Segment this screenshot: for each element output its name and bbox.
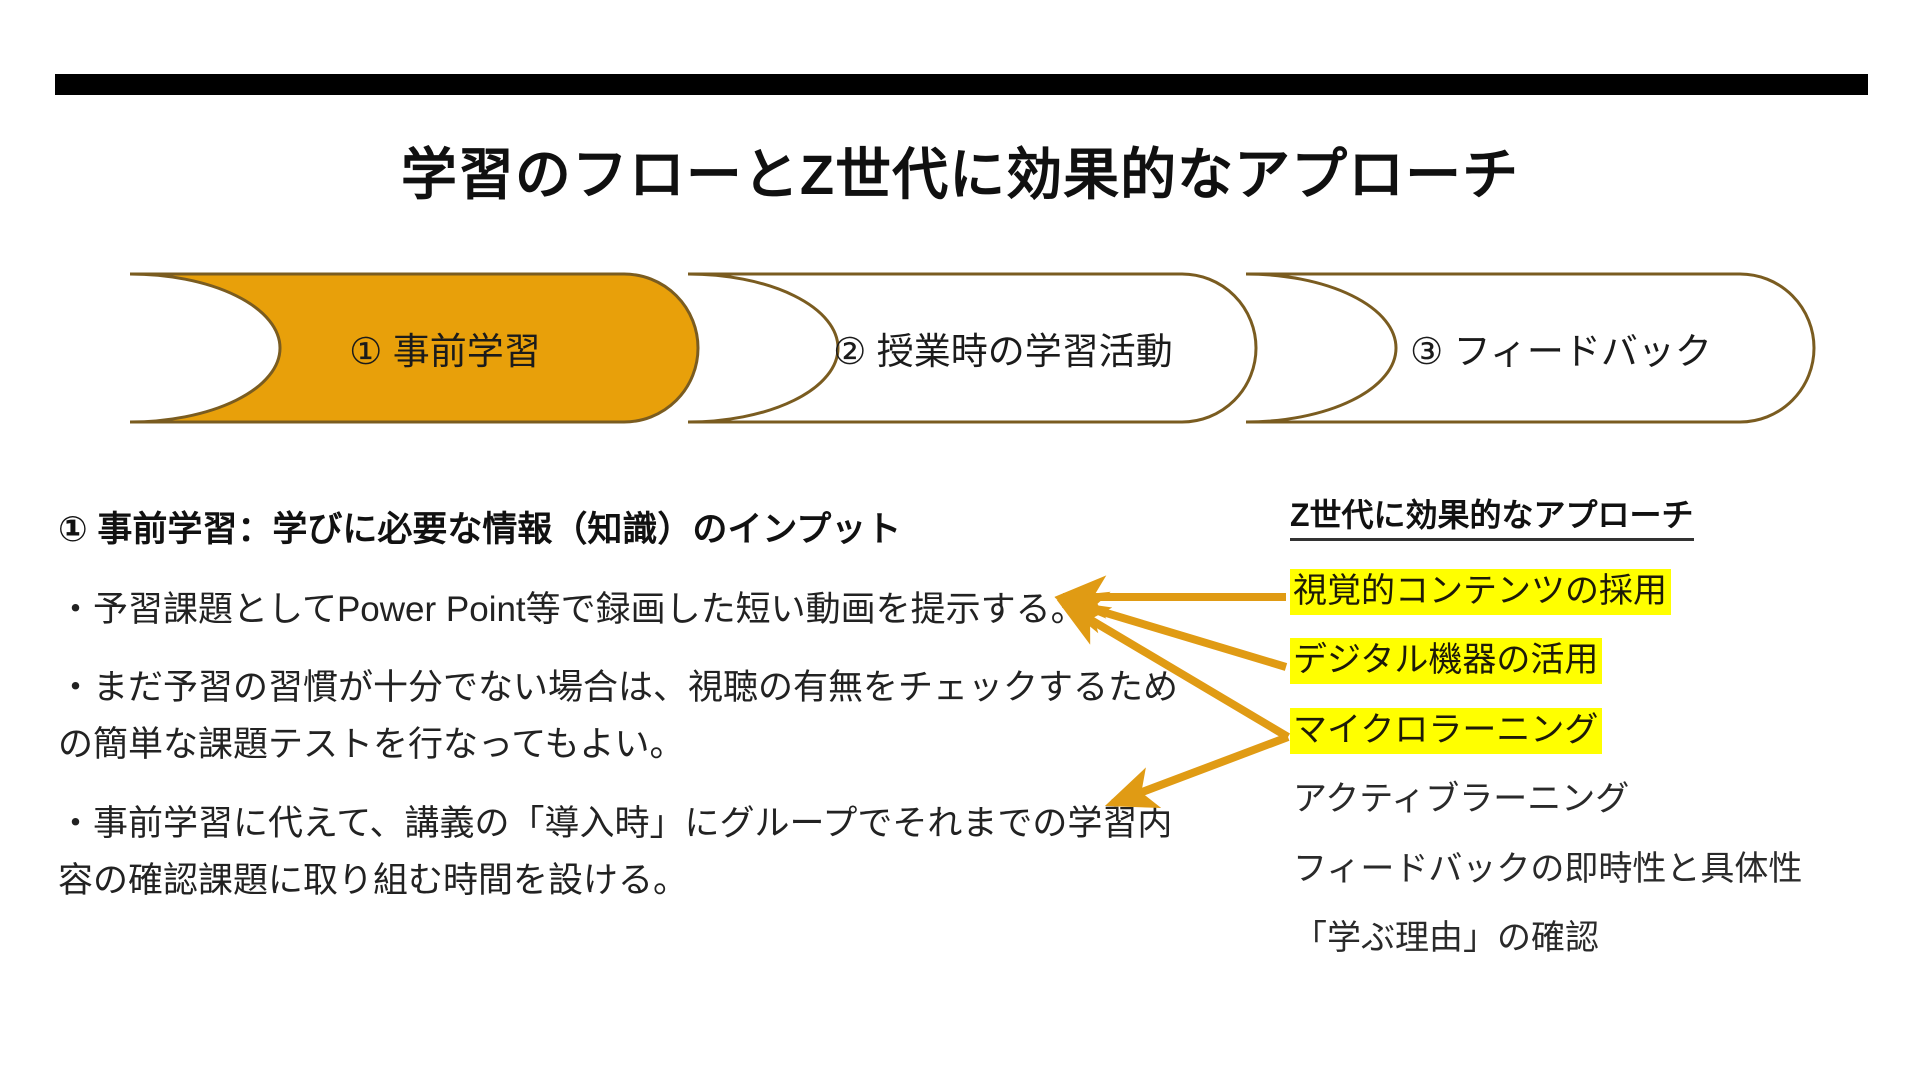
chevron-shape-1 [129,272,700,424]
approach-item-6-label: 「学ぶ理由」の確認 [1293,918,1599,957]
detail-bullet-2: ・まだ予習の習慣が十分でない場合は、視聴の有無をチェックするための簡単な課題テス… [58,668,1179,765]
detail-bullet-1: ・予習課題としてPower Point等で録画した短い動画を提示する。 [58,589,1086,629]
approach-item-2[interactable]: デジタル機器の活用 [1290,638,1890,685]
approach-item-1[interactable]: 視覚的コンテンツの採用 [1290,569,1890,615]
approach-item-4-label: アクティブラーニング [1293,780,1630,819]
chevron-shape-3 [1245,272,1816,424]
approach-item-5[interactable]: フィードバックの即時性と具体性 [1290,850,1890,888]
flow-step-3[interactable]: ③ フィードバック [1245,272,1816,424]
detail-bullet-3: ・事前学習に代えて、講義の「導入時」にグループでそれまでの学習内容の確認課題に取… [58,803,1173,900]
learning-flow-steps: ① 事前学習 ② 授業時の学習活動 ③ フィードバック [129,272,1816,424]
title-rule [55,74,1868,95]
approaches-heading: Z世代に効果的なアプローチ [1290,490,1694,541]
detail-heading: ① 事前学習：学びに必要な情報（知識）のインプット [58,510,902,549]
approach-item-2-label: デジタル機器の活用 [1290,638,1603,685]
approach-item-3[interactable]: マイクロラーニング [1290,707,1890,754]
approach-item-5-label: フィードバックの即時性と具体性 [1293,849,1803,888]
approach-item-4[interactable]: アクティブラーニング [1290,780,1890,818]
slide-title: 学習のフローとZ世代に効果的なアプローチ [400,143,1520,206]
flow-step-1[interactable]: ① 事前学習 [129,272,700,424]
approach-item-6[interactable]: 「学ぶ理由」の確認 [1290,919,1890,957]
approach-item-1-label: 視覚的コンテンツの採用 [1290,569,1671,615]
chevron-shape-2 [687,272,1258,424]
approach-item-3-label: マイクロラーニング [1290,707,1603,754]
detail-column: ① 事前学習：学びに必要な情報（知識）のインプット ・予習課題としてPower … [58,508,1198,931]
flow-step-2[interactable]: ② 授業時の学習活動 [687,272,1258,424]
approaches-column: Z世代に効果的なアプローチ 視覚的コンテンツの採用 デジタル機器の活用 マイクロ… [1290,490,1890,989]
